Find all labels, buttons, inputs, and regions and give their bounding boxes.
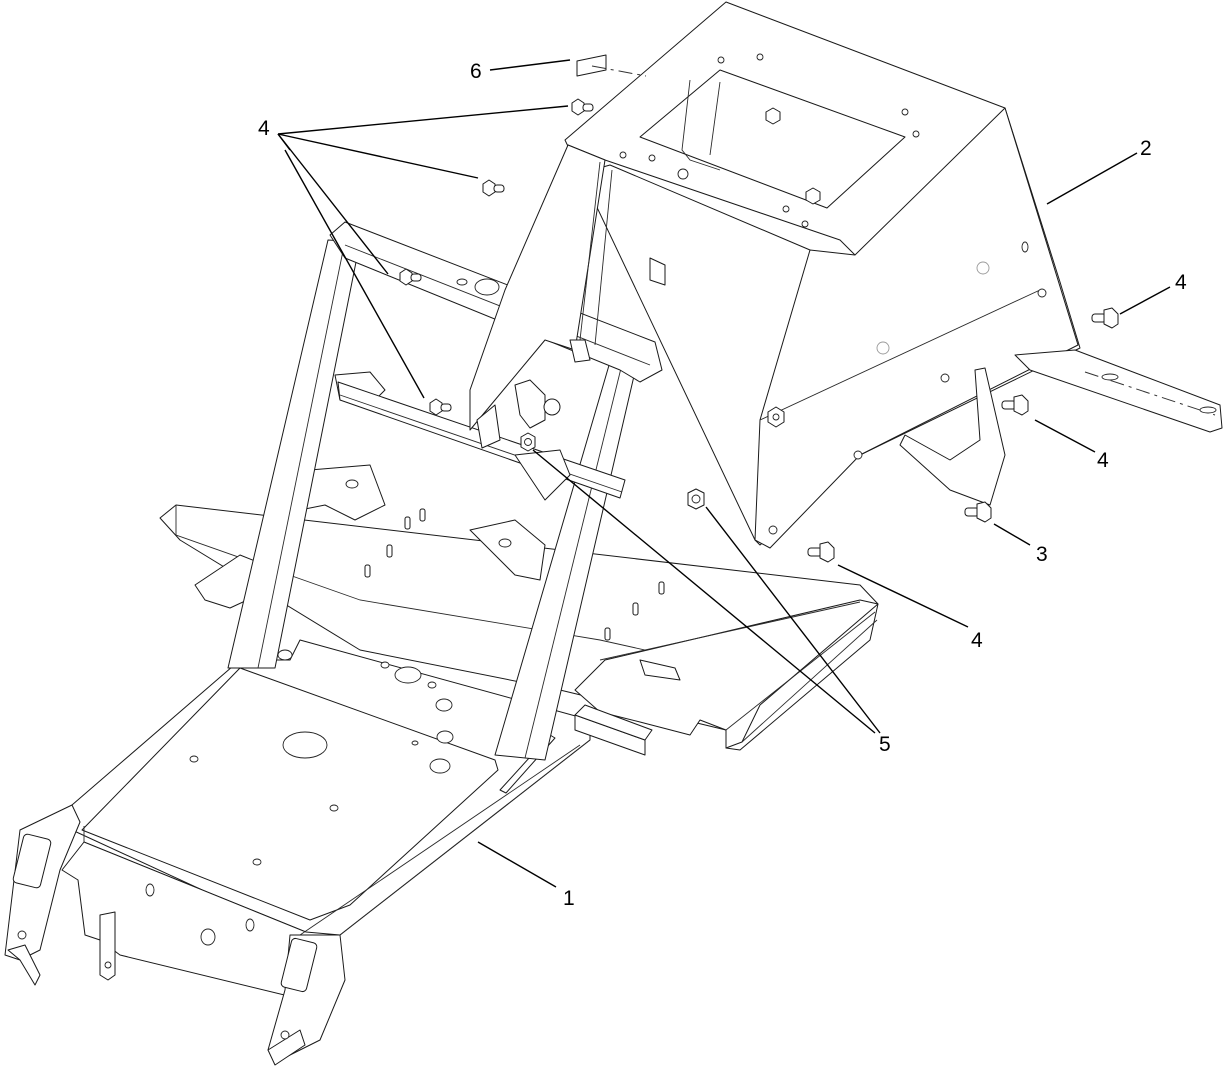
callout-4-lower: 4 <box>971 629 983 652</box>
callout-4-right-upper: 4 <box>1175 271 1187 294</box>
callout-3: 3 <box>1036 543 1048 566</box>
bolt-icon <box>482 179 505 197</box>
bolt-icon <box>964 501 992 523</box>
callout-6: 6 <box>470 60 482 83</box>
leader-lines <box>277 59 1171 888</box>
nut-icon <box>520 432 536 452</box>
bolt-icon <box>429 398 452 416</box>
bolt-icon <box>399 268 422 286</box>
bolt-icon <box>1091 307 1119 329</box>
bolt-icon <box>571 98 594 116</box>
callout-5: 5 <box>879 733 891 756</box>
bolts-part-4 <box>399 98 1119 563</box>
callout-2: 2 <box>1140 137 1152 160</box>
nuts-part-5 <box>520 432 705 510</box>
callout-1: 1 <box>563 887 575 910</box>
callout-4-right-middle: 4 <box>1097 449 1109 472</box>
bolt-icon <box>807 541 835 563</box>
callout-4-upper-left: 4 <box>258 117 270 140</box>
control-tower-part-2 <box>469 1 1223 549</box>
nut-icon <box>687 488 705 510</box>
bolt-part-3 <box>964 501 992 523</box>
decal-part-6 <box>576 54 647 77</box>
bolt-icon <box>1001 394 1029 416</box>
